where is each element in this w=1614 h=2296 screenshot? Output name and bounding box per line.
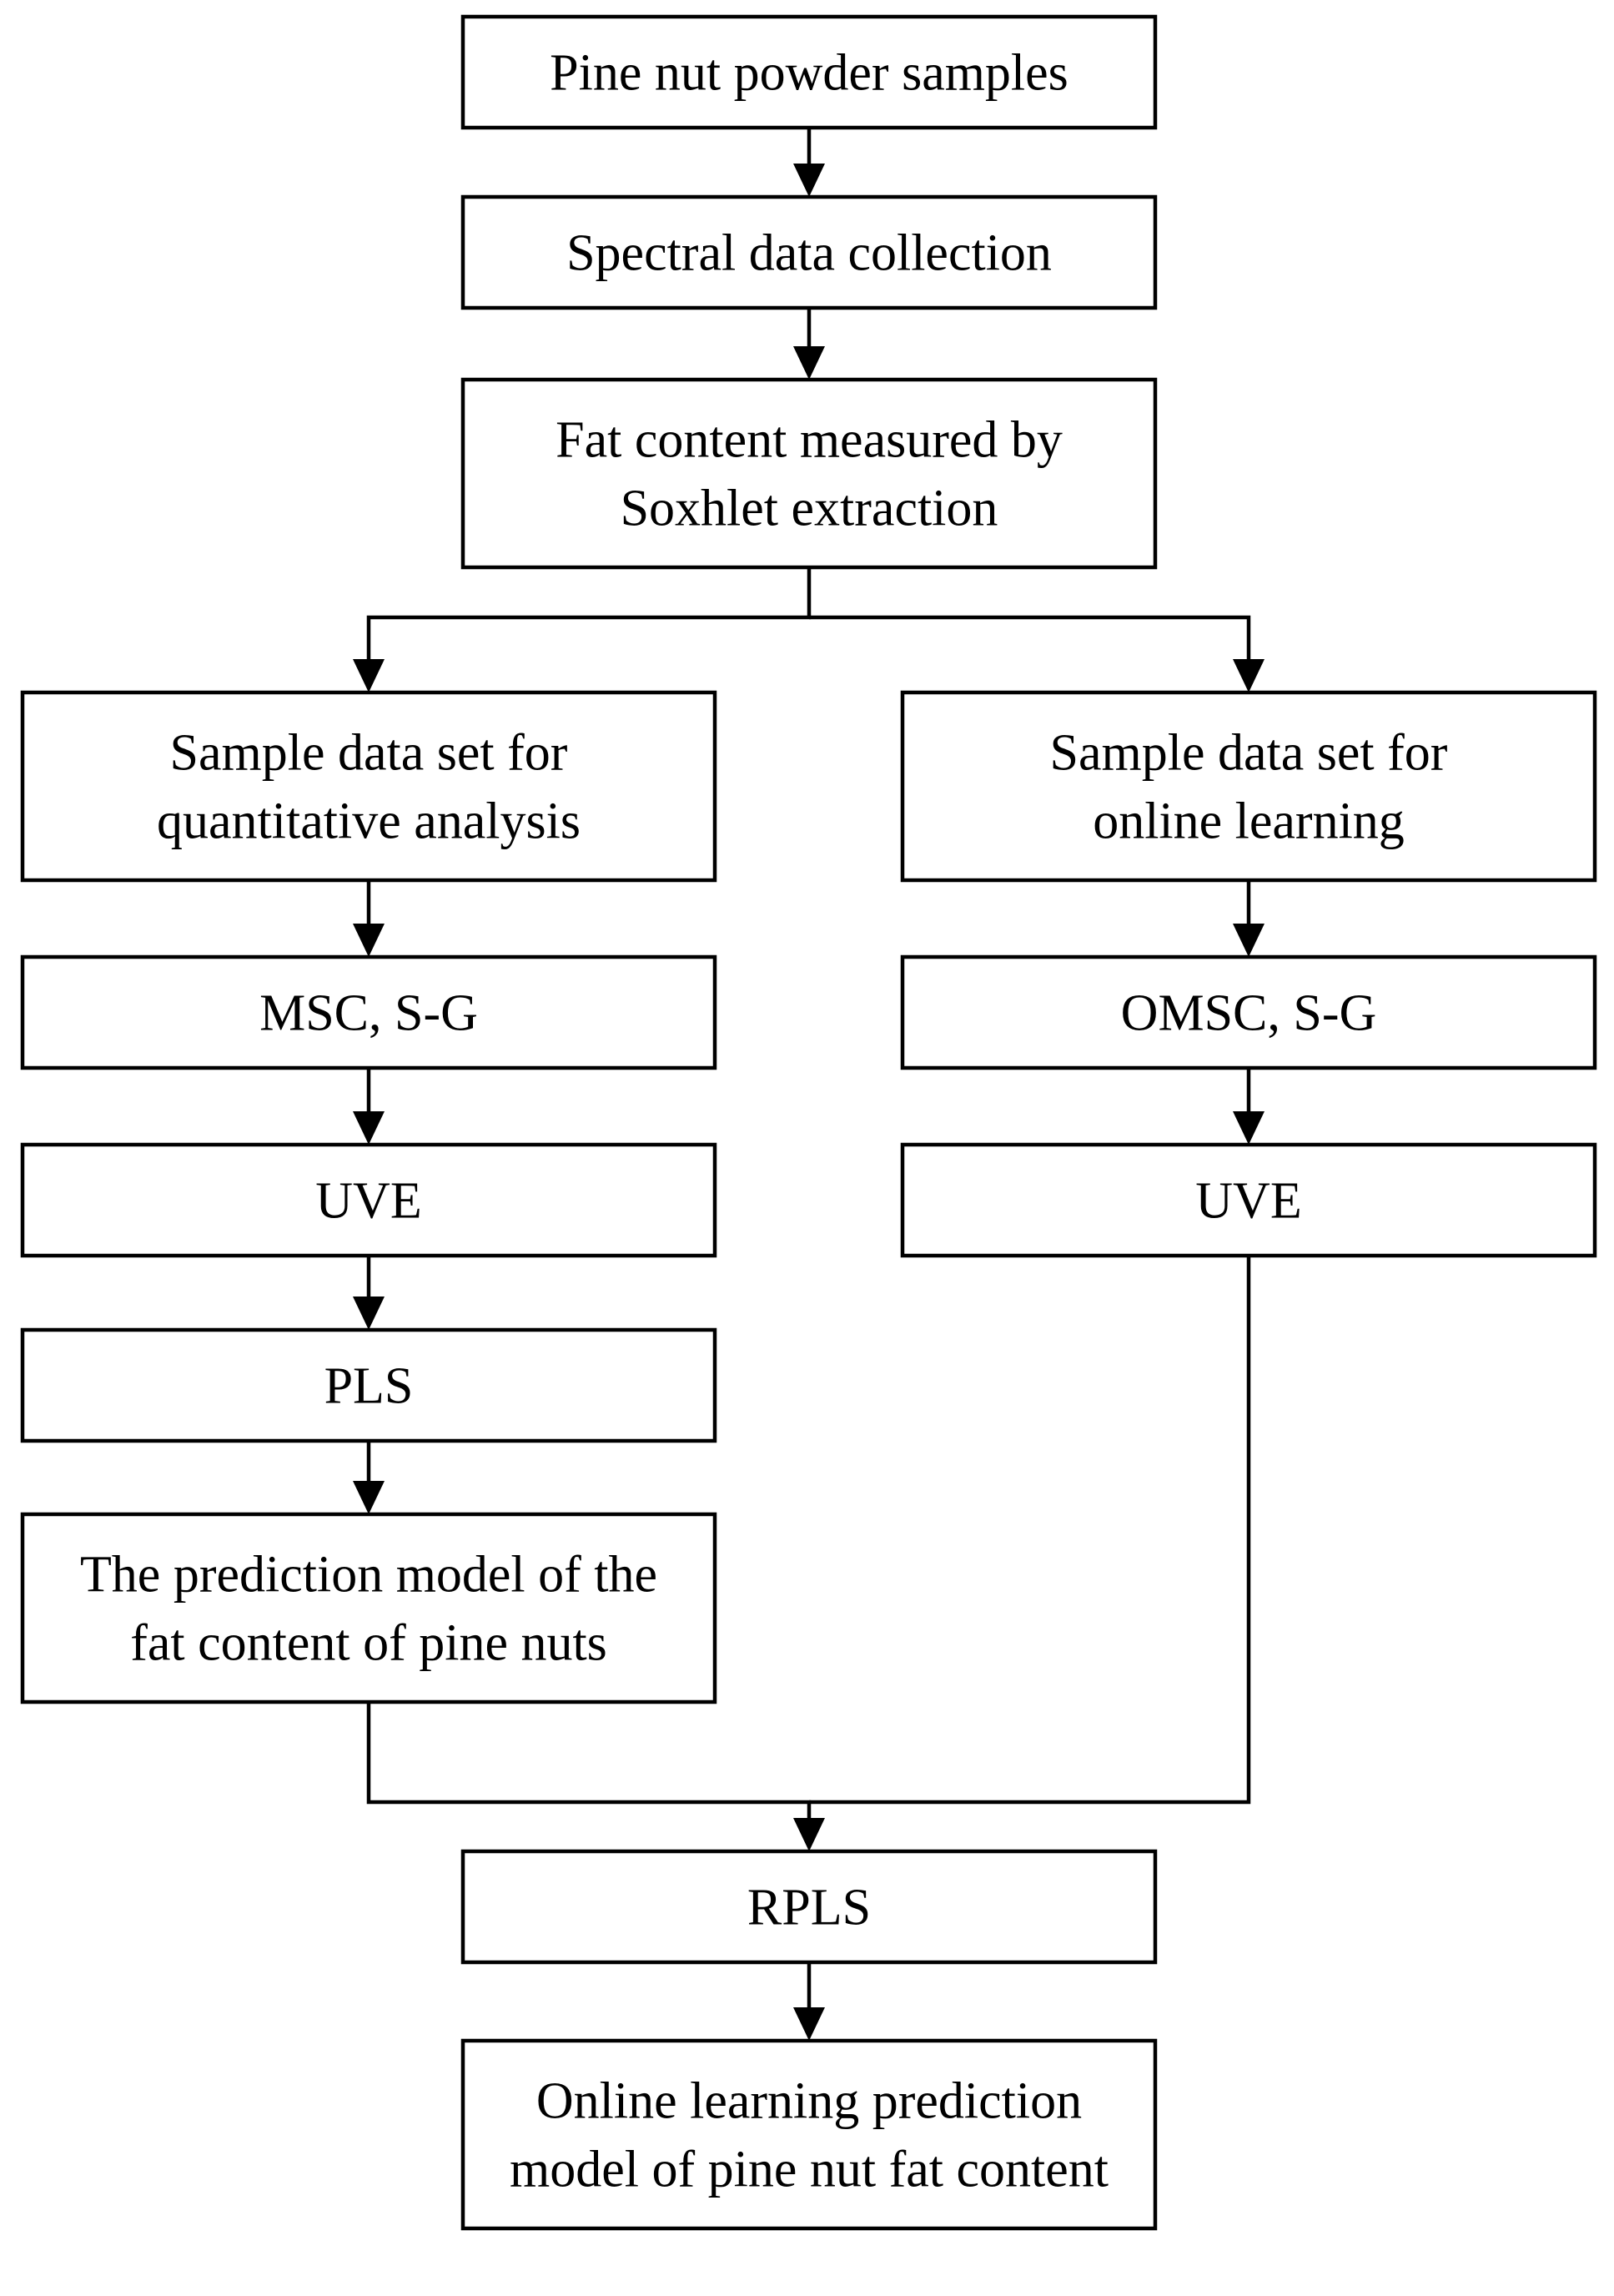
box-online-learning-set: Sample data set for online learning xyxy=(900,690,1597,883)
arrowhead-msc_sg xyxy=(353,924,385,957)
arrowhead-prediction_model xyxy=(353,1481,385,1514)
box-pls: PLS xyxy=(20,1327,717,1443)
box-label: quantitative analysis xyxy=(157,793,581,850)
box-outline xyxy=(460,194,1158,310)
box-fat-content-soxhlet: Fat content measured by Soxhlet extractio… xyxy=(460,377,1158,570)
arrowhead-omsc_sg xyxy=(1233,924,1265,957)
arrowhead-rpls xyxy=(793,1818,825,1851)
box-uve-right: UVE xyxy=(900,1142,1597,1258)
box-label: Soxhlet extraction xyxy=(621,481,998,537)
box-outline xyxy=(460,2038,1158,2231)
box-label: RPLS xyxy=(747,1880,871,1936)
box-outline xyxy=(900,954,1597,1070)
box-label: The prediction model of the xyxy=(80,1547,657,1604)
box-outline xyxy=(900,1142,1597,1258)
arrowhead-quant_set xyxy=(353,659,385,692)
box-label: PLS xyxy=(324,1358,414,1415)
arrowhead-uve_right xyxy=(1233,1111,1265,1145)
box-label: online learning xyxy=(1093,793,1405,850)
arrowhead-online_set xyxy=(1233,659,1265,692)
arrowhead-fat_measure xyxy=(793,346,825,380)
box-outline xyxy=(460,14,1158,130)
box-uve-left: UVE xyxy=(20,1142,717,1258)
arrowhead-uve_left xyxy=(353,1111,385,1145)
connector-prediction_model-to-rpls xyxy=(366,1702,812,1820)
box-prediction-model: The prediction model of the fat content o… xyxy=(20,1512,717,1704)
box-label: MSC, S-G xyxy=(259,985,478,1042)
box-label: Sample data set for xyxy=(170,725,568,782)
box-pine-nut-powder-samples: Pine nut powder samples xyxy=(460,14,1158,130)
box-spectral-data-collection: Spectral data collection xyxy=(460,194,1158,310)
connector-fat_measure-to-online_set xyxy=(809,615,1251,661)
box-outline xyxy=(20,1327,717,1443)
box-label: Pine nut powder samples xyxy=(550,45,1068,102)
box-label: Online learning prediction xyxy=(536,2073,1082,2130)
box-label: UVE xyxy=(315,1173,421,1230)
connector-fat_measure-to-quant_set xyxy=(366,567,812,661)
box-label: fat content of pine nuts xyxy=(130,1615,607,1672)
box-label: OMSC, S-G xyxy=(1121,985,1377,1042)
box-quantitative-analysis-set: Sample data set for quantitative analysis xyxy=(20,690,717,883)
box-outline xyxy=(20,954,717,1070)
box-online-learning-model: Online learning prediction model of pine … xyxy=(460,2038,1158,2231)
box-label: Sample data set for xyxy=(1050,725,1448,782)
box-label: Spectral data collection xyxy=(566,225,1052,282)
box-rpls: RPLS xyxy=(460,1849,1158,1965)
box-outline xyxy=(900,690,1597,883)
box-outline xyxy=(20,1512,717,1704)
box-outline xyxy=(460,1849,1158,1965)
box-msc-sg: MSC, S-G xyxy=(20,954,717,1070)
box-label: model of pine nut fat content xyxy=(510,2142,1109,2198)
box-label: Fat content measured by xyxy=(556,412,1063,469)
box-outline xyxy=(20,690,717,883)
arrowhead-online_model xyxy=(793,2007,825,2041)
arrowhead-pls xyxy=(353,1297,385,1330)
box-label: UVE xyxy=(1195,1173,1301,1230)
arrowhead-spectral xyxy=(793,164,825,197)
box-omsc-sg: OMSC, S-G xyxy=(900,954,1597,1070)
connector-uve_right-to-rpls xyxy=(809,1256,1251,1805)
box-outline xyxy=(20,1142,717,1258)
connectors xyxy=(353,128,1265,2041)
box-outline xyxy=(460,377,1158,570)
